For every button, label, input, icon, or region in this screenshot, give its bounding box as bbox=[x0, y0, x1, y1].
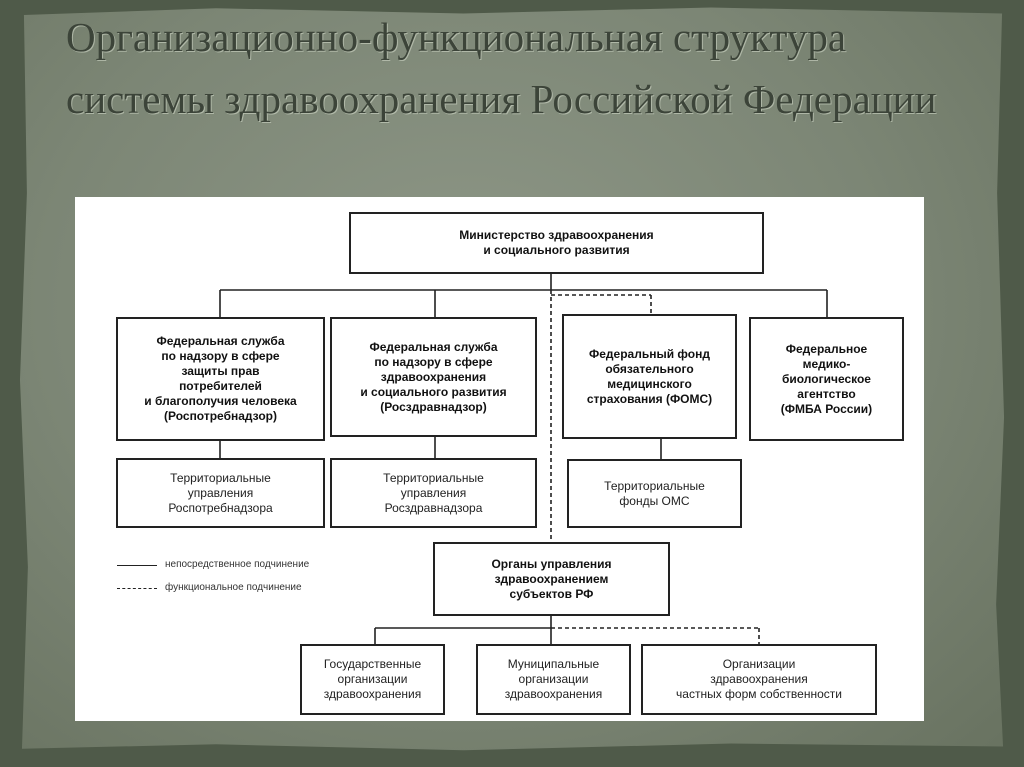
private-orgs-box: Организации здравоохранения частных форм… bbox=[641, 644, 877, 715]
private-orgs-label: Организации здравоохранения частных форм… bbox=[676, 657, 842, 701]
regional-authorities-box: Органы управления здравоохранением субъе… bbox=[433, 542, 670, 616]
municipal-orgs-box: Муниципальные организации здравоохранени… bbox=[476, 644, 631, 715]
terr-foms-label: Территориальные фонды ОМС bbox=[604, 478, 705, 508]
roszdrav-label: Федеральная служба по надзору в сфере зд… bbox=[360, 339, 507, 414]
ministry-label: Министерство здравоохранения и социально… bbox=[459, 228, 654, 257]
legend-functional-label: функциональное подчинение bbox=[165, 582, 302, 593]
terr-rospotreb-box: Территориальные управления Роспотребнадз… bbox=[116, 458, 325, 528]
legend-direct-label: непосредственное подчинение bbox=[165, 559, 310, 570]
state-orgs-label: Государственные организации здравоохране… bbox=[323, 657, 422, 701]
terr-foms-box: Территориальные фонды ОМС bbox=[567, 459, 742, 528]
connector-lines bbox=[219, 274, 828, 644]
rospotreb-box: Федеральная служба по надзору в сфере за… bbox=[116, 317, 325, 441]
org-chart: Министерство здравоохранения и социально… bbox=[75, 197, 924, 721]
foms-label: Федеральный фонд обязательного медицинск… bbox=[586, 346, 713, 406]
fmba-label: Федеральное медико- биологическое агентс… bbox=[780, 341, 873, 416]
terr-roszdrav-box: Территориальные управления Росздравнадзо… bbox=[330, 458, 537, 528]
legend-solid-line bbox=[117, 565, 157, 566]
foms-box: Федеральный фонд обязательного медицинск… bbox=[562, 314, 737, 439]
regional-label: Органы управления здравоохранением субъе… bbox=[491, 556, 612, 601]
municipal-orgs-label: Муниципальные организации здравоохранени… bbox=[504, 657, 603, 701]
slide-title: Организационно-функциональная структура … bbox=[66, 14, 937, 122]
fmba-box: Федеральное медико- биологическое агентс… bbox=[749, 317, 904, 441]
roszdrav-box: Федеральная служба по надзору в сфере зд… bbox=[330, 317, 537, 437]
rospotreb-label: Федеральная служба по надзору в сфере за… bbox=[144, 334, 297, 423]
state-orgs-box: Государственные организации здравоохране… bbox=[300, 644, 445, 715]
terr-rospotreb-label: Территориальные управления Роспотребнадз… bbox=[168, 470, 273, 515]
ministry-box: Министерство здравоохранения и социально… bbox=[349, 212, 764, 274]
terr-roszdrav-label: Территориальные управления Росздравнадзо… bbox=[383, 470, 484, 515]
legend-dashed-line bbox=[117, 588, 157, 589]
